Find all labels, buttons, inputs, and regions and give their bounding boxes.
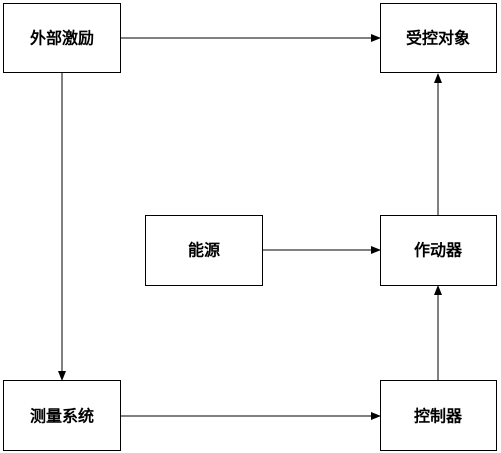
node-energy-source-label: 能源 <box>188 241 220 260</box>
node-controlled-object-label: 受控对象 <box>406 29 470 48</box>
node-energy-source: 能源 <box>145 215 263 286</box>
node-controller-label: 控制器 <box>414 407 463 426</box>
node-external-excitation-label: 外部激励 <box>29 29 94 48</box>
node-external-excitation: 外部激励 <box>3 3 121 73</box>
node-actuator-label: 作动器 <box>414 241 463 260</box>
node-controller: 控制器 <box>380 380 497 451</box>
node-measurement-system-label: 测量系统 <box>30 407 94 426</box>
node-measurement-system: 测量系统 <box>3 380 121 451</box>
node-actuator: 作动器 <box>380 215 497 286</box>
node-controlled-object: 受控对象 <box>380 3 497 73</box>
